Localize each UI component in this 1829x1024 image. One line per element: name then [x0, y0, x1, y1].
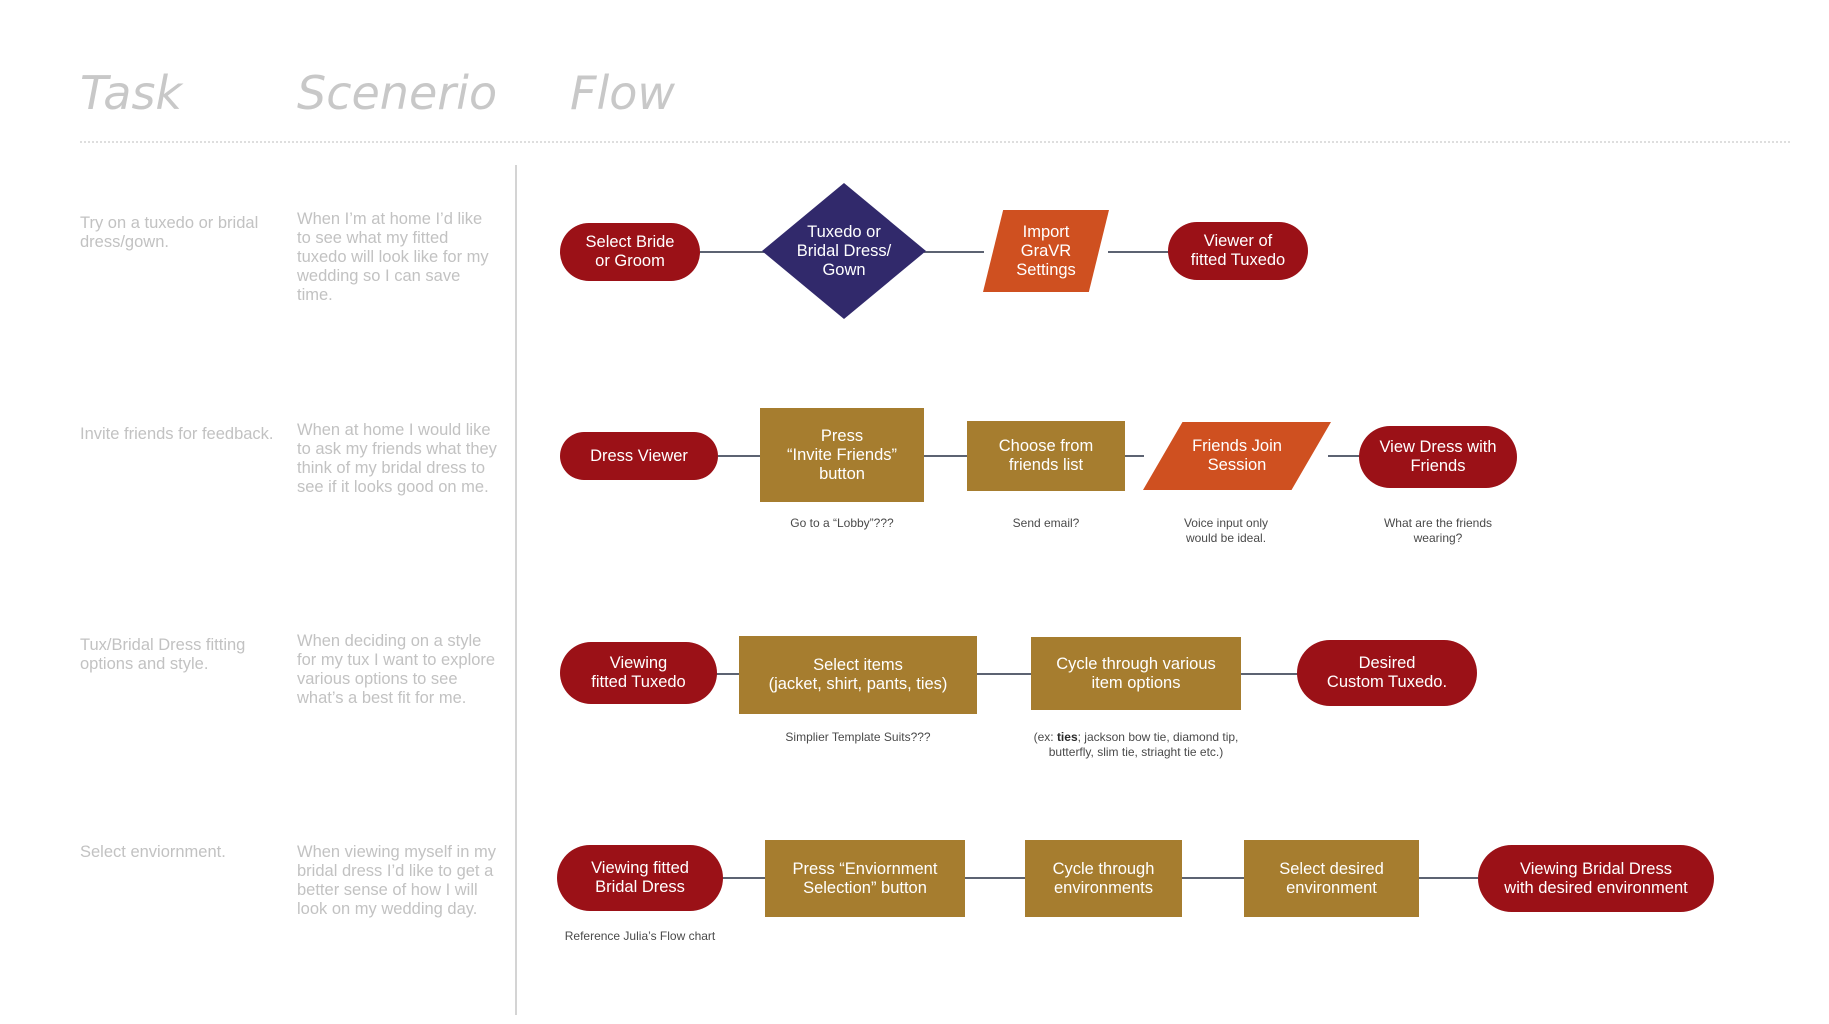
- process-node: Select desired environment: [1244, 840, 1419, 917]
- annotation-note: Voice input only would be ideal.: [1183, 516, 1269, 545]
- connector: [1181, 877, 1245, 879]
- terminal-node: Select Bride or Groom: [560, 223, 700, 281]
- connector: [700, 251, 766, 253]
- connector: [1108, 251, 1170, 253]
- connector: [718, 455, 762, 457]
- annotation-note: Simplier Template Suits???: [785, 730, 931, 744]
- note-bold: ties: [1056, 730, 1078, 744]
- terminal-node: Dress Viewer: [560, 432, 718, 480]
- column-divider: [515, 165, 517, 1015]
- node-label: Cycle through various item options: [1056, 654, 1216, 692]
- terminal-node: Viewing Bridal Dress with desired enviro…: [1478, 845, 1714, 912]
- node-label: Select items (jacket, shirt, pants, ties…: [768, 656, 948, 693]
- task-text: Select enviornment.: [80, 843, 226, 861]
- process-node: Select items (jacket, shirt, pants, ties…: [739, 636, 977, 714]
- connector: [716, 673, 740, 675]
- connector: [922, 455, 968, 457]
- terminal-node: Viewing fitted Tuxedo: [560, 642, 717, 704]
- node-label: Desired Custom Tuxedo.: [1326, 654, 1448, 691]
- scenario-text: When at home I would like to ask my frie…: [297, 421, 497, 496]
- node-label: Friends Join Session: [1192, 437, 1282, 474]
- note-rest: ; jackson bow tie, diamond tip, butterfl…: [1048, 730, 1239, 759]
- connector: [976, 673, 1032, 675]
- annotation-note: Reference Julia’s Flow chart: [564, 929, 716, 943]
- scenario-text: When I’m at home I’d like to see what my…: [297, 210, 489, 304]
- annotation-note: Go to a “Lobby”???: [790, 516, 894, 530]
- connector: [964, 877, 1026, 879]
- task-text: Try on a tuxedo or bridal dress/gown.: [80, 214, 259, 251]
- connector: [722, 877, 766, 879]
- node-label: Select desired environment: [1279, 859, 1384, 897]
- note-prefix: (ex:: [1033, 730, 1057, 744]
- task-text: Tux/Bridal Dress fitting options and sty…: [80, 636, 246, 673]
- process-node: Press “Invite Friends” button: [760, 408, 924, 502]
- node-label: Tuxedo or Bridal Dress/ Gown: [796, 222, 892, 279]
- task-column-header: Task: [80, 66, 183, 120]
- annotation-note: Send email?: [1012, 516, 1080, 530]
- node-label: Viewing Bridal Dress with desired enviro…: [1504, 859, 1688, 897]
- ties-example-note: (ex: ties; jackson bow tie, diamond tip,…: [1015, 730, 1257, 760]
- terminal-node: View Dress with Friends: [1359, 426, 1517, 488]
- connector: [1240, 673, 1298, 675]
- terminal-node: Viewing fitted Bridal Dress: [557, 845, 723, 911]
- scenario-column-header: Scenerio: [297, 66, 498, 120]
- node-label: Press “Enviornment Selection” button: [792, 859, 938, 897]
- scenario-text: When deciding on a style for my tux I wa…: [297, 632, 496, 707]
- connector: [1418, 877, 1478, 879]
- io-node: Friends Join Session: [1143, 422, 1331, 490]
- connector: [1124, 455, 1144, 457]
- process-node: Choose from friends list: [967, 421, 1125, 491]
- node-label: View Dress with Friends: [1379, 438, 1497, 475]
- node-label: Dress Viewer: [590, 446, 688, 465]
- header-divider: [80, 141, 1790, 143]
- process-node: Cycle through various item options: [1031, 637, 1241, 710]
- terminal-node: Viewer of fitted Tuxedo: [1168, 222, 1308, 280]
- node-label: Viewer of fitted Tuxedo: [1190, 232, 1286, 269]
- process-node: Cycle through environments: [1025, 840, 1182, 917]
- terminal-node: Desired Custom Tuxedo.: [1297, 640, 1477, 706]
- task-text: Invite friends for feedback.: [80, 425, 274, 443]
- node-label: Choose from friends list: [998, 437, 1094, 474]
- flow-column-header: Flow: [570, 66, 676, 120]
- process-node: Press “Enviornment Selection” button: [765, 840, 965, 917]
- node-label: Select Bride or Groom: [585, 233, 675, 270]
- scenario-text: When viewing myself in my bridal dress I…: [297, 843, 496, 918]
- node-label: Cycle through environments: [1052, 859, 1155, 897]
- node-label: Viewing fitted Tuxedo: [591, 654, 686, 691]
- io-shape: [983, 210, 1109, 292]
- connector: [924, 251, 984, 253]
- node-label: Press “Invite Friends” button: [786, 426, 898, 483]
- node-label: Import GraVR Settings: [1016, 222, 1076, 279]
- connector: [1328, 455, 1362, 457]
- io-node: Import GraVR Settings: [983, 210, 1109, 292]
- node-label: Viewing fitted Bridal Dress: [591, 859, 689, 896]
- annotation-note: What are the friends wearing?: [1383, 516, 1493, 545]
- decision-node: Tuxedo or Bridal Dress/ Gown: [762, 183, 926, 319]
